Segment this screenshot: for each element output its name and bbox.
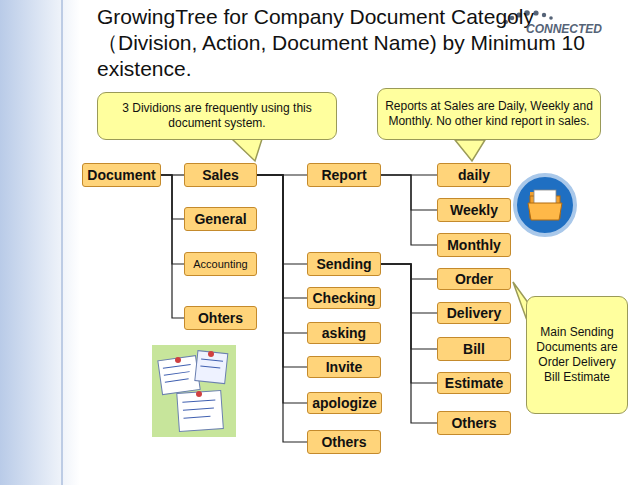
category-box: Weekly — [437, 198, 511, 222]
category-box: Ohters — [184, 306, 257, 330]
node-text: Weekly — [450, 202, 498, 218]
category-box: apologize — [307, 392, 382, 414]
callout-tails — [232, 139, 529, 326]
side-rule — [62, 0, 63, 485]
category-box: Report — [307, 163, 381, 187]
node-text: Sending — [316, 256, 371, 272]
node-text: Checking — [312, 290, 375, 306]
node-text: asking — [322, 325, 366, 341]
node-text: Invite — [326, 359, 363, 375]
callout-box: Reports at Sales are Daily, Weekly and M… — [377, 88, 601, 140]
category-box: Others — [307, 430, 381, 454]
category-box: Monthly — [437, 233, 511, 257]
category-box: Checking — [307, 287, 381, 309]
node-text: Report — [321, 167, 366, 183]
tree-connector — [381, 264, 437, 279]
category-box: Delivery — [437, 302, 511, 324]
category-box: Sending — [307, 252, 381, 276]
category-box: Sales — [184, 163, 257, 187]
tree-connector — [257, 175, 307, 403]
node-text: daily — [458, 167, 490, 183]
tree-connector — [257, 175, 307, 264]
tree-connector — [381, 264, 437, 383]
category-box: Order — [437, 268, 511, 290]
node-text: Sales — [202, 167, 239, 183]
sticky-notes-clipart — [152, 345, 236, 437]
node-text: Document — [87, 167, 155, 183]
tree-connector — [257, 175, 307, 367]
category-box: Invite — [307, 356, 381, 378]
folder-icon — [515, 175, 575, 235]
tree-connector — [257, 175, 307, 298]
category-box: daily — [437, 163, 511, 187]
node-text: 3 Dividions are frequently using this do… — [104, 101, 330, 131]
tree-connector — [381, 175, 437, 210]
callout-box: Main Sending Documents are Order Deliver… — [526, 296, 628, 414]
slide-title: GrowingTree for Company Document Categol… — [97, 4, 597, 82]
category-box: Bill — [437, 337, 511, 361]
node-text: Accounting — [193, 258, 247, 270]
logo-text: CONNECTED — [526, 22, 602, 36]
category-box: asking — [307, 322, 381, 344]
side-band — [0, 0, 80, 485]
category-box: Document — [82, 163, 161, 187]
node-text: apologize — [312, 395, 377, 411]
node-text: General — [194, 211, 246, 227]
category-box: General — [184, 207, 257, 231]
tree-connector — [257, 175, 307, 442]
node-text: Main Sending Documents are Order Deliver… — [533, 325, 621, 385]
node-text: Order — [455, 271, 493, 287]
callout-box: 3 Dividions are frequently using this do… — [97, 92, 337, 140]
node-text: Bill — [463, 341, 485, 357]
node-text: Others — [451, 415, 496, 431]
category-box: Accounting — [184, 252, 257, 276]
tree-connector — [381, 264, 437, 349]
node-text: Estimate — [445, 375, 503, 391]
tree-connector — [381, 264, 437, 423]
tree-connector — [381, 175, 437, 245]
node-text: Delivery — [447, 305, 501, 321]
node-text: Reports at Sales are Daily, Weekly and M… — [384, 99, 594, 129]
node-text: Monthly — [447, 237, 501, 253]
tree-connector — [381, 264, 437, 313]
node-text: Others — [321, 434, 366, 450]
category-box: Others — [437, 411, 511, 435]
category-box: Estimate — [437, 372, 511, 394]
tree-connector — [257, 175, 307, 333]
tree-connector — [161, 175, 184, 318]
node-text: Ohters — [198, 310, 243, 326]
